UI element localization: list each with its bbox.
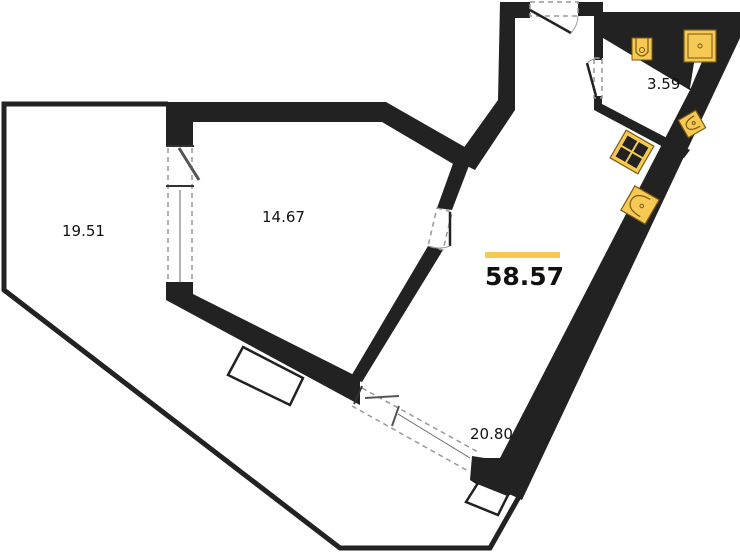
- balcony-outline: [1, 101, 523, 551]
- wall-right-exterior: [475, 12, 740, 500]
- bath-sink-icon: [677, 109, 707, 139]
- toilet-icon: [631, 28, 653, 61]
- room-area-bathroom: 3.59: [647, 75, 681, 93]
- wall-entry-right: [578, 2, 740, 95]
- room-area-balcony: 19.51: [62, 222, 105, 240]
- stove-icon: [609, 129, 655, 175]
- room-area-living-kitchen: 20.80: [470, 425, 513, 443]
- ac-unit-left: [226, 345, 305, 407]
- wall-bottom-right: [470, 456, 520, 500]
- wall-bath-left: [594, 12, 602, 60]
- ac-unit-right: [464, 481, 510, 517]
- bathroom-door: [585, 57, 603, 99]
- wall-bedroom-bottom: [166, 282, 360, 405]
- shower-icon: [683, 29, 717, 63]
- kitchen-sink-icon: [620, 185, 660, 225]
- living-window: [351, 387, 479, 473]
- bedroom-door: [427, 207, 453, 251]
- total-area-accent-bar: [485, 252, 560, 258]
- wall-hall-left: [455, 2, 530, 170]
- entry-door: [529, 1, 579, 35]
- total-area: 58.57: [485, 262, 565, 291]
- wall-bedroom-top: [166, 102, 470, 168]
- wall-divider-lower: [350, 246, 443, 382]
- room-area-bedroom: 14.67: [262, 208, 305, 226]
